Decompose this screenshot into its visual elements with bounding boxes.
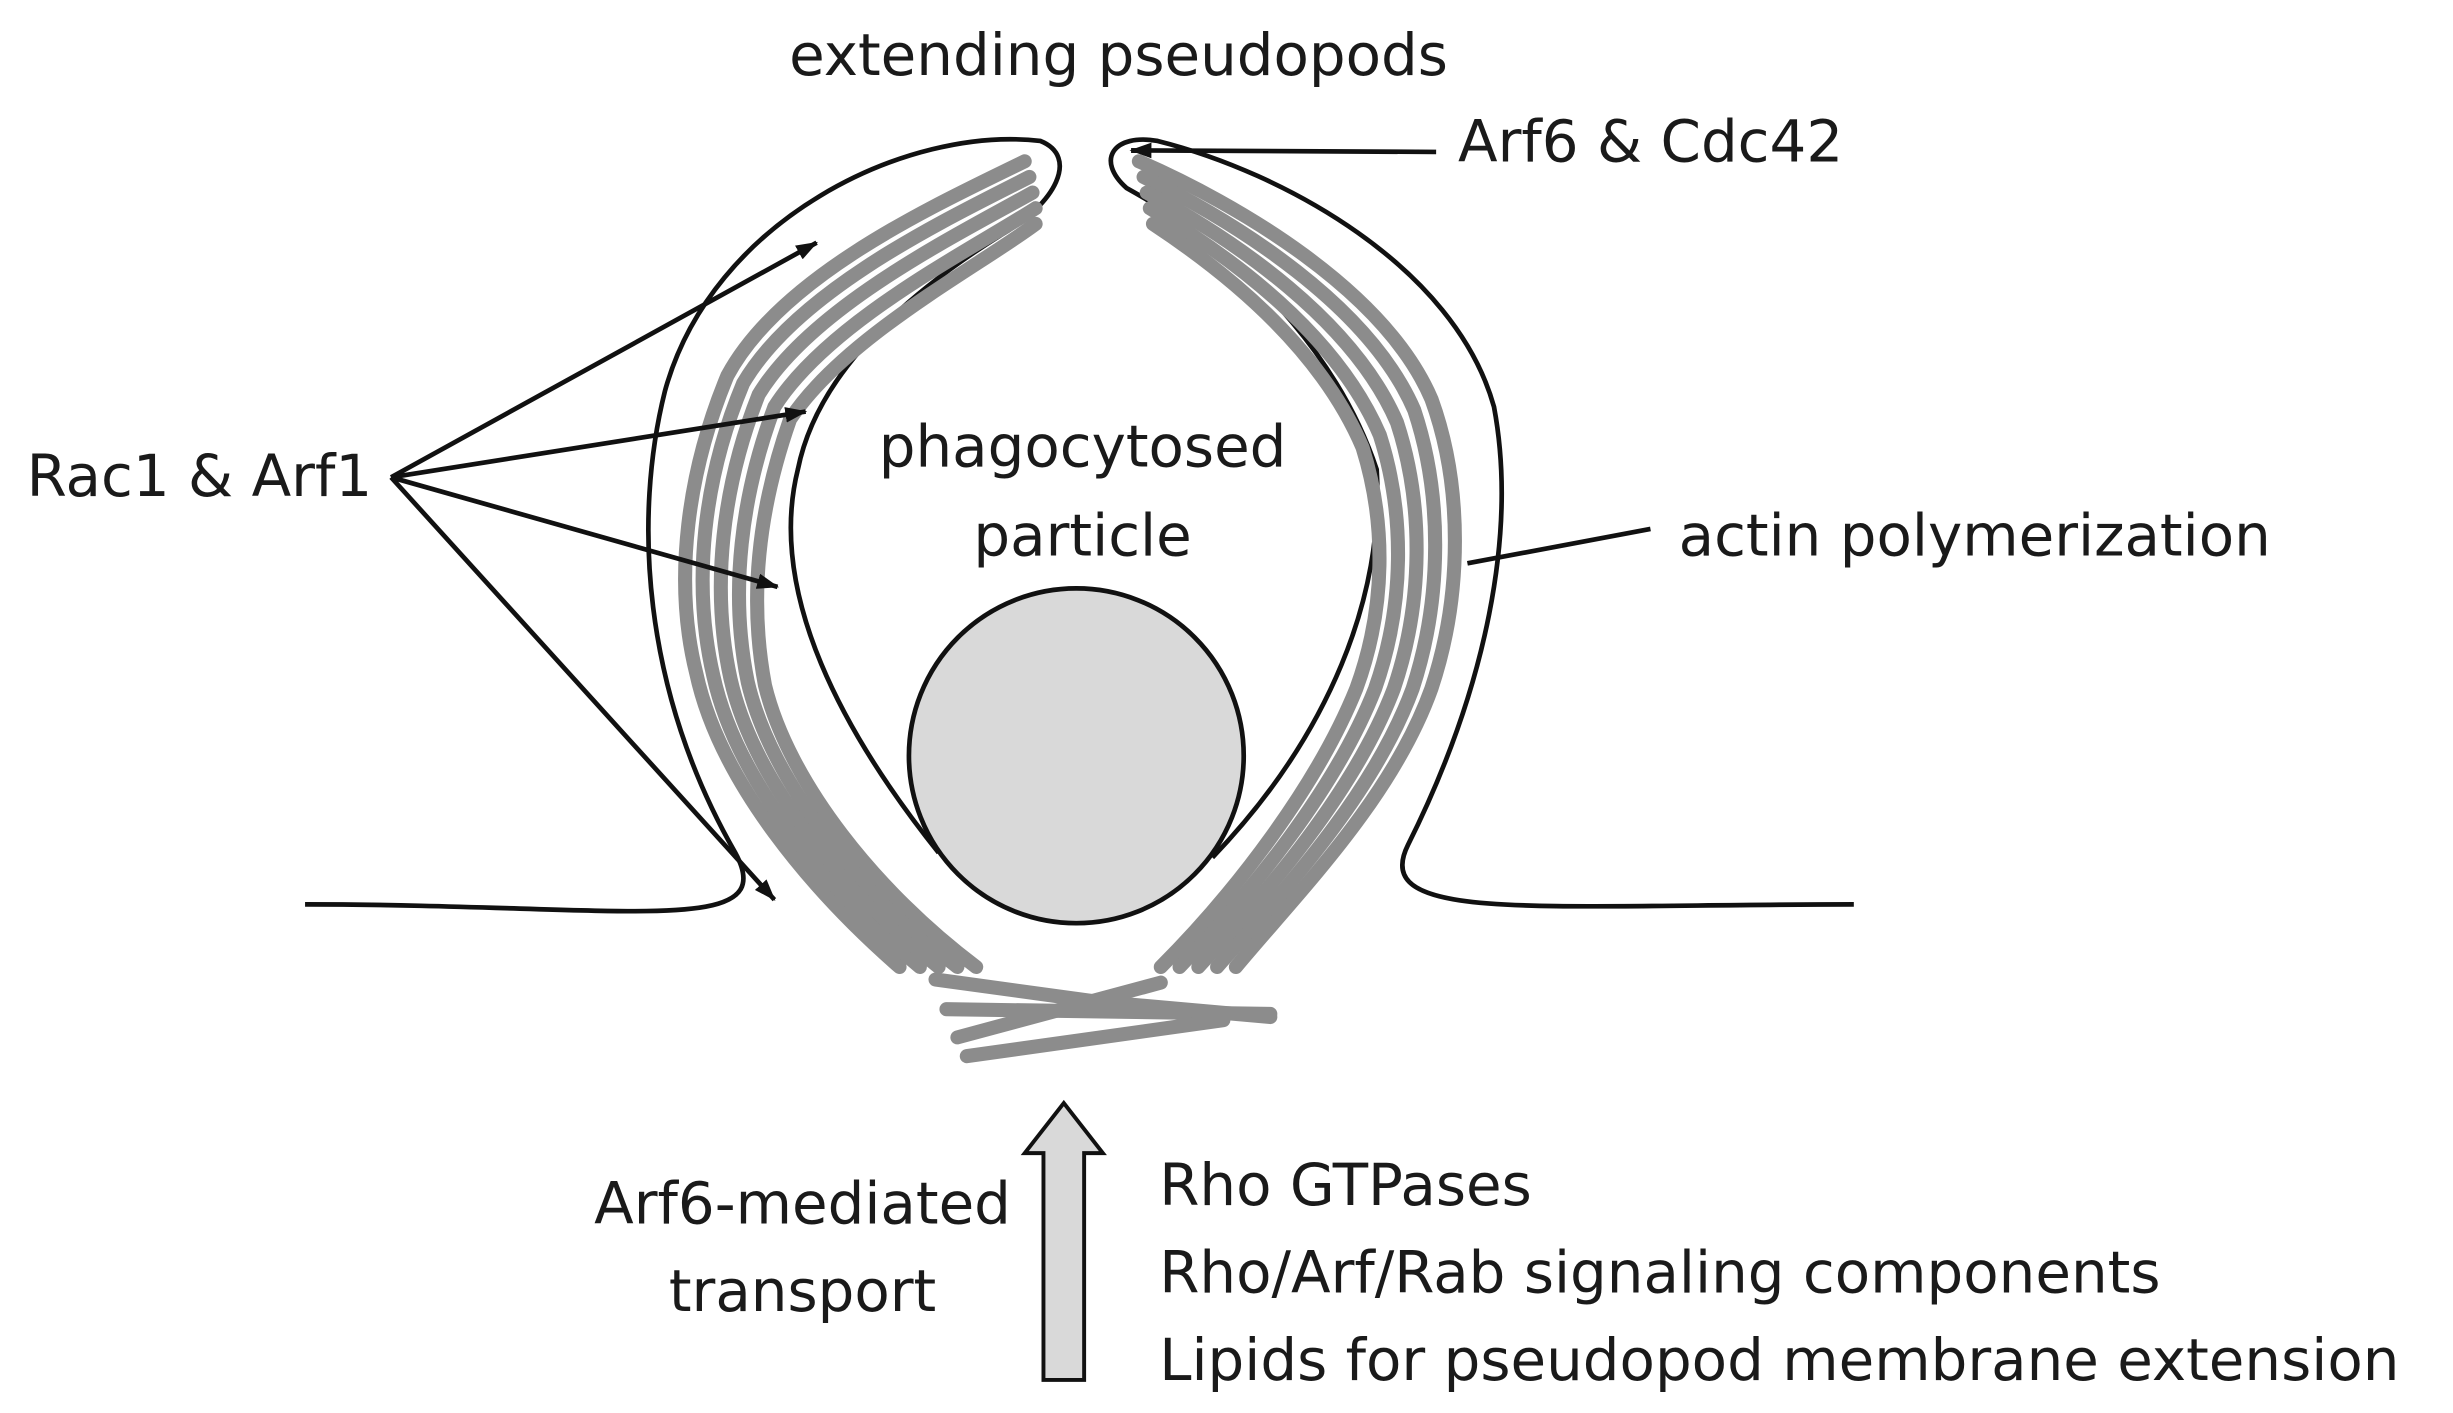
label-arf6-cdc42: Arf6 & Cdc42 [1458,107,1843,175]
label-list-rho-gtpases: Rho GTPases [1159,1151,1532,1219]
label-rac1-arf1: Rac1 & Arf1 [27,442,373,510]
label-transport-line1: Arf6-mediated [594,1170,1011,1238]
base-actin-meshwork [928,972,1278,1064]
transport-arrow [1020,1099,1107,1382]
left-actin-bundle [678,154,1043,975]
label-particle-line1: phagocytosed [879,412,1287,480]
label-particle-line2: particle [973,502,1191,570]
left-membrane-outline [305,136,1062,914]
label-list-signaling: Rho/Arf/Rab signaling components [1159,1238,2160,1306]
rac1-arf1-pointers [389,240,818,902]
actin-pointer [1466,526,1651,566]
label-extending-pseudopods: extending pseudopods [789,21,1448,89]
label-transport-line2: transport [669,1257,936,1325]
right-actin-bundle [1131,154,1462,975]
phagocytosed-particle [906,586,1247,926]
arf6-cdc42-pointer [1129,142,1437,159]
label-actin-polymerization: actin polymerization [1679,502,2271,570]
label-list-lipids: Lipids for pseudopod membrane extension [1159,1326,2399,1394]
